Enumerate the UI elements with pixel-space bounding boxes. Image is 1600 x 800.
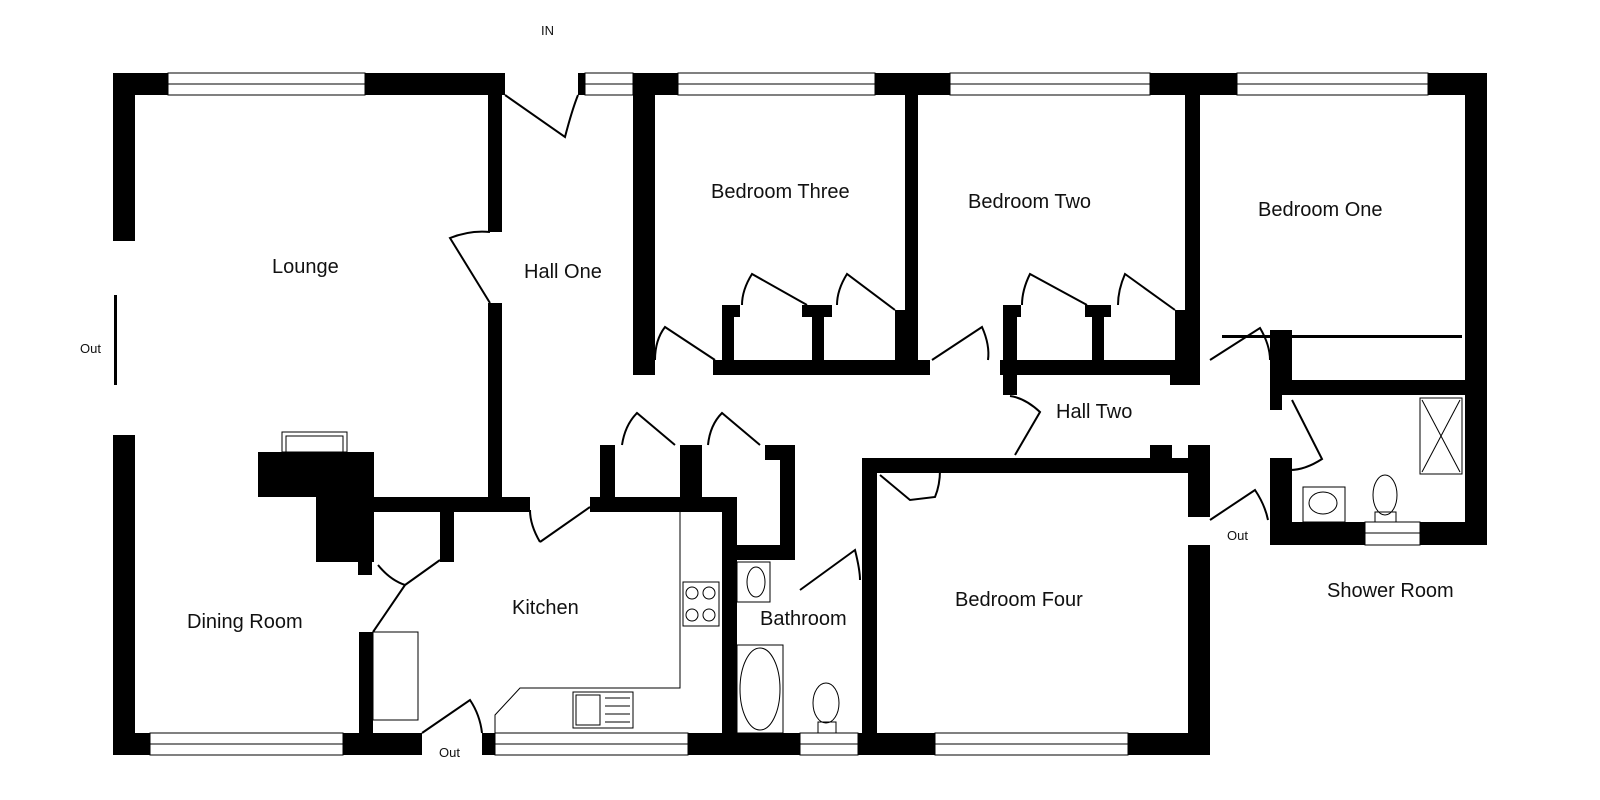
windows <box>149 72 1429 756</box>
fixtures <box>281 397 1463 734</box>
toilet-icon <box>812 682 840 724</box>
exit-marker-west: Out <box>80 341 101 356</box>
hearth <box>281 431 348 453</box>
bath-icon <box>736 644 784 734</box>
room-label-hall-two: Hall Two <box>1056 401 1133 423</box>
room-label-bedroom-three: Bedroom Three <box>711 181 850 203</box>
kitchen-counter <box>494 512 681 733</box>
room-label-hall-one: Hall One <box>524 261 602 283</box>
walls <box>113 73 1487 755</box>
shower-toilet-icon <box>1372 474 1398 516</box>
room-label-kitchen: Kitchen <box>512 597 579 619</box>
dining-unit <box>372 631 419 721</box>
shower-basin-icon <box>1302 486 1346 523</box>
room-label-bedroom-two: Bedroom Two <box>968 191 1092 213</box>
shower-tray-icon <box>1419 397 1463 475</box>
room-label-dining-room: Dining Room <box>187 611 303 633</box>
room-label-bathroom: Bathroom <box>760 608 847 630</box>
room-label-shower-room: Shower Room <box>1327 580 1454 602</box>
exit-marker-south: Out <box>439 745 460 760</box>
doors <box>372 94 1324 734</box>
sink-icon <box>572 691 634 729</box>
entrance-marker: IN <box>541 23 554 38</box>
hob-icon <box>682 581 720 627</box>
room-label-bedroom-four: Bedroom Four <box>955 589 1083 611</box>
exit-marker-east: Out <box>1227 528 1248 543</box>
room-label-bedroom-one: Bedroom One <box>1258 199 1383 221</box>
room-label-lounge: Lounge <box>272 256 339 278</box>
basin-icon <box>736 561 771 603</box>
